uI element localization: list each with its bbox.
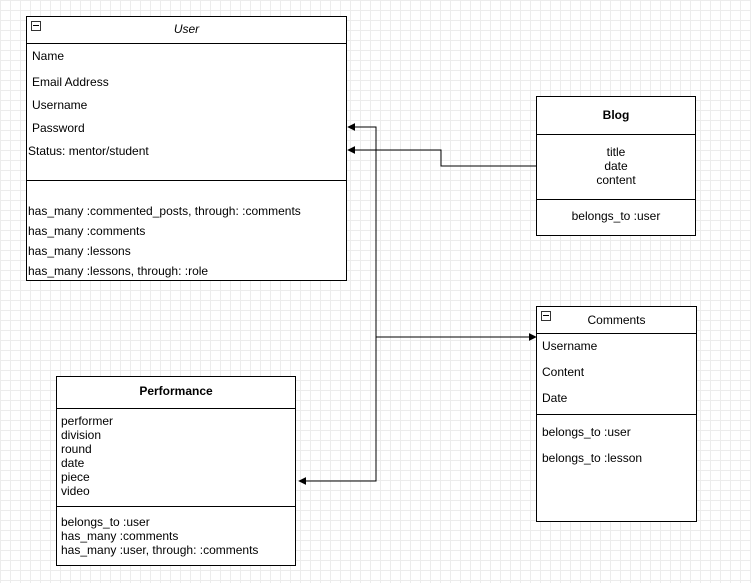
performance-attr-piece: piece xyxy=(61,470,90,484)
blog-class-title: Blog xyxy=(602,108,630,122)
comments-attr-content: Content xyxy=(542,365,585,379)
comments-attr-date: Date xyxy=(542,391,568,405)
user-attr-name: Name xyxy=(32,49,65,63)
performance-attr-video: video xyxy=(61,484,90,498)
user-method-comments: has_many :comments xyxy=(28,224,146,238)
user-trunk-connector xyxy=(298,123,377,485)
comments-class-title: Comments xyxy=(587,313,646,327)
blog-attr-content: content xyxy=(596,173,636,187)
user-class-title: User xyxy=(173,22,200,36)
performance-class-box[interactable]: Performance performer division round dat… xyxy=(56,376,296,566)
collapse-icon[interactable] xyxy=(31,21,41,31)
performance-class-header[interactable]: Performance xyxy=(57,377,295,409)
comments-method-belongs-to-lesson: belongs_to :lesson xyxy=(542,451,643,465)
blog-class-divider xyxy=(537,199,695,200)
comments-class-header[interactable]: Comments xyxy=(537,307,696,334)
blog-class-box[interactable]: Blog title date content belongs_to :user xyxy=(536,96,696,236)
collapse-icon[interactable] xyxy=(541,311,551,321)
user-attr-status: Status: mentor/student xyxy=(28,144,149,158)
user-attr-email: Email Address xyxy=(32,75,109,89)
blog-attr-title: title xyxy=(606,145,626,159)
blog-class-header[interactable]: Blog xyxy=(537,97,695,135)
comments-method-belongs-to-user: belongs_to :user xyxy=(542,425,631,439)
user-class-divider xyxy=(27,180,346,181)
comments-attr-username: Username xyxy=(542,339,598,353)
performance-class-divider xyxy=(57,506,295,507)
performance-attr-round: round xyxy=(61,442,92,456)
user-class-box[interactable]: User Name Email Address Username Passwor… xyxy=(26,16,347,281)
performance-method-belongs-to-user: belongs_to :user xyxy=(61,515,150,529)
blog-to-user-connector xyxy=(347,146,536,167)
user-method-lessons: has_many :lessons xyxy=(28,244,131,258)
user-attr-username: Username xyxy=(32,98,88,112)
comments-class-divider xyxy=(537,414,696,415)
comments-class-box[interactable]: Comments Username Content Date belongs_t… xyxy=(536,306,697,522)
performance-attr-date: date xyxy=(61,456,85,470)
blog-attr-date: date xyxy=(604,159,628,173)
user-method-commented-posts: has_many :commented_posts, through: :com… xyxy=(28,204,301,218)
performance-attr-division: division xyxy=(61,428,102,442)
user-attr-password: Password xyxy=(32,121,85,135)
performance-method-has-many-comments: has_many :comments xyxy=(61,529,179,543)
blog-method-belongs-to-user: belongs_to :user xyxy=(571,209,661,223)
user-method-lessons-through-role: has_many :lessons, through: :role xyxy=(28,264,209,278)
user-class-header[interactable]: User xyxy=(27,17,346,44)
performance-attr-performer: performer xyxy=(61,414,114,428)
performance-method-has-many-user-through: has_many :user, through: :comments xyxy=(61,543,259,557)
performance-class-title: Performance xyxy=(139,384,213,398)
